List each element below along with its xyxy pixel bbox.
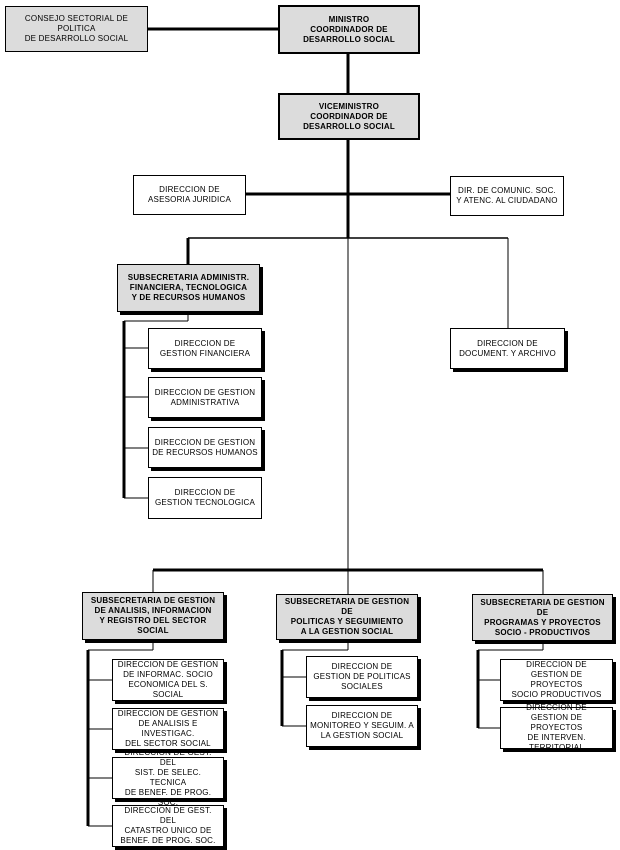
node-subsecretaria-administrativa: SUBSECRETARIA ADMINISTR. FINANCIERA, TEC… [117,264,260,312]
node-proyectos-socio-productivos: DIRECCION DE GESTION DE PROYECTOS SOCIO … [500,659,613,701]
node-intervencion-territorial: DIRECCION DE GESTION DE PROYECTOS DE INT… [500,703,613,752]
node-comunicacion-social: DIR. DE COMUNIC. SOC. Y ATENC. AL CIUDAD… [450,176,564,216]
node-subsecretaria-programas: SUBSECRETARIA DE GESTION DE PROGRAMAS Y … [472,594,613,641]
node-consejo-sectorial: CONSEJO SECTORIAL DE POLITICA DE DESARRO… [5,6,148,52]
node-gestion-financiera: DIRECCION DE GESTION FINANCIERA [148,328,262,369]
node-gestion-recursos-humanos: DIRECCION DE GESTION DE RECURSOS HUMANOS [148,427,262,468]
node-subsecretaria-analisis: SUBSECRETARIA DE GESTION DE ANALISIS, IN… [82,592,224,640]
node-seleccion-tecnica: DIRECCION DE GEST. DEL SIST. DE SELEC. T… [112,748,224,807]
node-politicas-sociales: DIRECCION DE GESTION DE POLITICAS SOCIAL… [306,656,418,698]
node-monitoreo-seguimiento: DIRECCION DE MONITOREO Y SEGUIM. A LA GE… [306,705,418,747]
node-informacion-socioeconomica: DIRECCION DE GESTION DE INFORMAC. SOCIO … [112,659,224,701]
node-catastro-unico: DIRECCION DE GEST. DEL CATASTRO UNICO DE… [112,805,224,847]
node-documentacion-archivo: DIRECCION DE DOCUMENT. Y ARCHIVO [450,328,565,369]
node-ministro: MINISTRO COORDINADOR DE DESARROLLO SOCIA… [278,5,420,54]
node-asesoria-juridica: DIRECCION DE ASESORIA JURIDICA [133,175,246,215]
node-gestion-tecnologica: DIRECCION DE GESTION TECNOLOGICA [148,477,262,519]
node-viceministro: VICEMINISTRO COORDINADOR DE DESARROLLO S… [278,93,420,140]
node-analisis-investigacion: DIRECCION DE GESTION DE ANALISIS E INVES… [112,708,224,750]
node-gestion-administrativa: DIRECCION DE GESTION ADMINISTRATIVA [148,377,262,418]
node-subsecretaria-politicas: SUBSECRETARIA DE GESTION DE POLITICAS Y … [276,594,418,640]
